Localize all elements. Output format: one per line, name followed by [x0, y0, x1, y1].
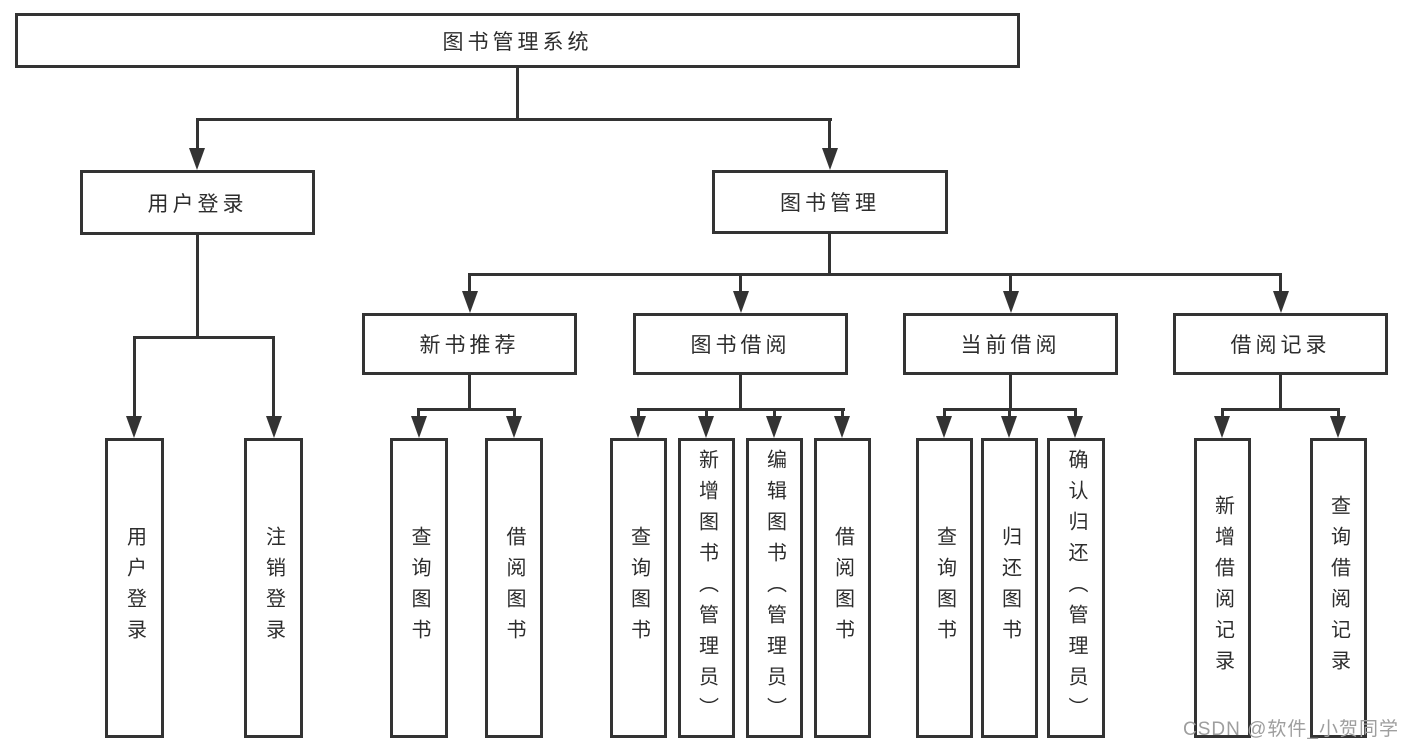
connector-stem: [196, 118, 199, 152]
leaf-recommend-query-book: 查询图书: [390, 438, 448, 738]
connector-stem: [1337, 408, 1340, 422]
leaf-recommend-borrow-book: 借阅图书: [485, 438, 543, 738]
connector-rail: [637, 408, 845, 411]
arrowhead-down-icon: [1273, 291, 1289, 313]
leaf-label: 查询图书: [933, 526, 956, 650]
leaf-label: 用户登录: [123, 526, 146, 650]
leaf-borrow-add-book-admin: 新增图书（管理员）: [678, 438, 735, 738]
connector-stem: [1221, 408, 1224, 422]
connector-stem: [133, 336, 136, 418]
leaf-current-return-book: 归还图书: [981, 438, 1038, 738]
node-label: 借阅记录: [1230, 334, 1331, 357]
node-label: 当前借阅: [960, 334, 1061, 357]
leaf-label: 借阅图书: [503, 526, 525, 650]
arrowhead-down-icon: [266, 416, 282, 438]
node-borrow-records: 借阅记录: [1173, 313, 1388, 375]
arrowhead-down-icon: [630, 416, 646, 438]
connector-stem: [468, 273, 471, 295]
leaf-label: 查询图书: [627, 526, 650, 650]
connector-stem: [1009, 273, 1012, 295]
arrowhead-down-icon: [126, 416, 142, 438]
connector-stem: [1009, 375, 1012, 408]
connector-stem: [841, 408, 844, 422]
arrowhead-down-icon: [189, 148, 205, 170]
node-new-book-recommend: 新书推荐: [362, 313, 577, 375]
leaf-borrow-borrow-book: 借阅图书: [814, 438, 871, 738]
connector-rail: [417, 408, 516, 411]
connector-stem: [828, 234, 831, 273]
arrowhead-down-icon: [1330, 416, 1346, 438]
connector-stem: [417, 408, 420, 422]
connector-rail: [133, 336, 275, 339]
connector-stem: [943, 408, 946, 422]
connector-stem: [1008, 408, 1011, 422]
connector-stem: [828, 118, 831, 152]
leaf-label: 编辑图书（管理员）: [763, 448, 786, 728]
connector-rail: [468, 273, 1282, 276]
connector-stem: [1074, 408, 1077, 422]
leaf-label: 查询图书: [408, 526, 430, 650]
arrowhead-down-icon: [462, 291, 478, 313]
connector-stem: [513, 408, 516, 422]
csdn-watermark: CSDN @软件_小贺同学: [1183, 719, 1399, 740]
connector-stem: [1279, 273, 1282, 295]
arrowhead-down-icon: [936, 416, 952, 438]
connector-stem: [739, 375, 742, 408]
node-book-borrow: 图书借阅: [633, 313, 848, 375]
arrowhead-down-icon: [411, 416, 427, 438]
arrowhead-down-icon: [1067, 416, 1083, 438]
arrowhead-down-icon: [1214, 416, 1230, 438]
leaf-label: 注销登录: [262, 526, 285, 650]
leaf-current-confirm-return-admin: 确认归还（管理员）: [1047, 438, 1105, 738]
leaf-label: 新增借阅记录: [1211, 495, 1234, 681]
arrowhead-down-icon: [822, 148, 838, 170]
connector-rail: [1221, 408, 1340, 411]
connector-stem: [272, 336, 275, 418]
connector-root-rail: [196, 118, 832, 121]
arrowhead-down-icon: [1003, 291, 1019, 313]
leaf-label: 确认归还（管理员）: [1065, 448, 1087, 728]
node-label: 图书管理: [780, 192, 880, 215]
node-library-management-system: 图书管理系统: [15, 13, 1020, 68]
leaf-label: 新增图书（管理员）: [695, 448, 718, 728]
arrowhead-down-icon: [698, 416, 714, 438]
node-book-management: 图书管理: [712, 170, 948, 234]
connector-stem: [739, 273, 742, 295]
node-current-borrow: 当前借阅: [903, 313, 1118, 375]
node-label: 图书借阅: [690, 334, 791, 357]
leaf-records-add-record: 新增借阅记录: [1194, 438, 1251, 738]
connector-stem: [773, 408, 776, 422]
leaf-label: 归还图书: [998, 526, 1021, 650]
node-user-login: 用户登录: [80, 170, 315, 235]
leaf-label: 查询借阅记录: [1327, 495, 1350, 681]
connector-root-stem: [516, 68, 519, 118]
leaf-current-query-book: 查询图书: [916, 438, 973, 738]
node-label: 图书管理系统: [442, 30, 593, 54]
node-label: 用户登录: [147, 192, 248, 216]
connector-stem: [1279, 375, 1282, 408]
arrowhead-down-icon: [1001, 416, 1017, 438]
leaf-records-query-record: 查询借阅记录: [1310, 438, 1367, 738]
connector-stem: [468, 375, 471, 408]
leaf-logout: 注销登录: [244, 438, 303, 738]
leaf-user-login: 用户登录: [105, 438, 164, 738]
arrowhead-down-icon: [766, 416, 782, 438]
leaf-label: 借阅图书: [831, 526, 854, 650]
leaf-borrow-query-book: 查询图书: [610, 438, 667, 738]
arrowhead-down-icon: [733, 291, 749, 313]
connector-stem: [637, 408, 640, 422]
node-label: 新书推荐: [419, 334, 520, 357]
arrowhead-down-icon: [506, 416, 522, 438]
connector-stem: [705, 408, 708, 422]
leaf-borrow-edit-book-admin: 编辑图书（管理员）: [746, 438, 803, 738]
connector-stem: [196, 235, 199, 336]
arrowhead-down-icon: [834, 416, 850, 438]
